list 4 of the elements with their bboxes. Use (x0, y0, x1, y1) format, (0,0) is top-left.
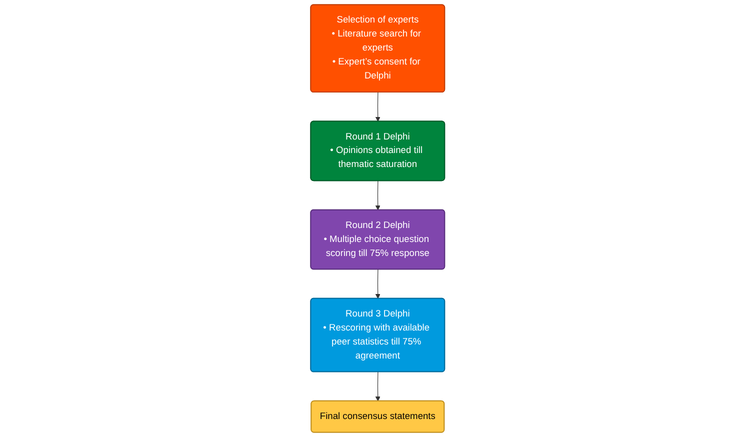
arrow (375, 92, 380, 122)
arrow (375, 269, 380, 299)
arrow (375, 180, 380, 210)
arrow (375, 372, 380, 402)
